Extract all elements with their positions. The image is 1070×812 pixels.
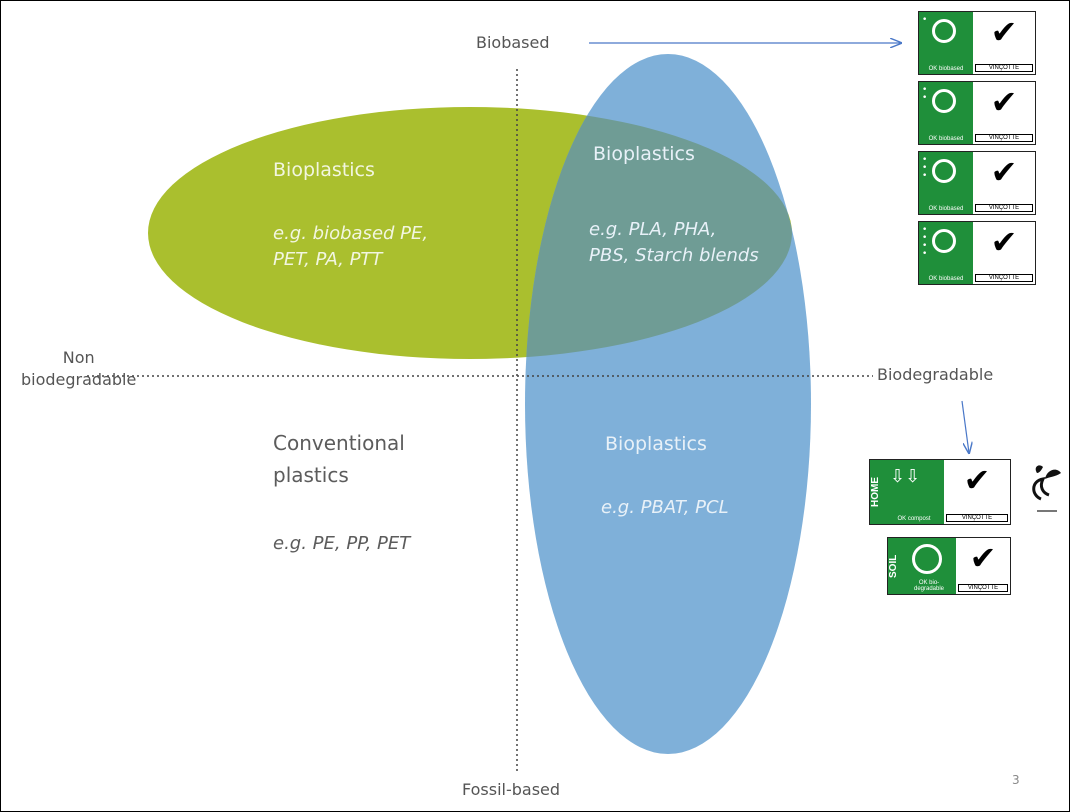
vincotte-label: VINÇOTTE xyxy=(975,134,1033,142)
ok-biodegradable-soil-logo-icon: SOIL OK bio-degradable xyxy=(888,538,956,594)
axis-label-left: Non biodegradable xyxy=(21,348,137,389)
region-bottom-right-title: Bioplastics xyxy=(605,433,707,455)
checkmark-icon: ✔ xyxy=(990,13,1018,51)
axis-label-right: Biodegradable xyxy=(877,365,994,384)
ok-biobased-logo-icon: ••• OK biobased xyxy=(919,152,973,214)
region-top-right-title: Bioplastics xyxy=(593,143,695,165)
vincotte-label: VINÇOTTE xyxy=(975,274,1033,282)
biodegradable-arrow xyxy=(961,400,969,453)
ok-biobased-badge: ••• OK biobased ✔ VINÇOTTE xyxy=(918,151,1036,215)
region-top-left-title: Bioplastics xyxy=(273,159,375,181)
ok-compost-home-logo-icon: HOME ⇩⇩ OK compost xyxy=(870,460,944,524)
ok-biobased-badge: •• OK biobased ✔ VINÇOTTE xyxy=(918,81,1036,145)
overlap-region xyxy=(525,107,792,359)
axis-label-bottom: Fossil-based xyxy=(462,780,561,799)
ok-biodegradable-soil-badge: SOIL OK bio-degradable ✔ VINÇOTTE xyxy=(887,537,1011,595)
ok-biobased-badge: •••• OK biobased ✔ VINÇOTTE xyxy=(918,221,1036,285)
checkmark-icon: ✔ xyxy=(969,539,997,577)
axis-label-top: Biobased xyxy=(476,33,550,52)
page-number: 3 xyxy=(1012,773,1020,787)
ok-biobased-logo-icon: • OK biobased xyxy=(919,12,973,74)
checkmark-icon: ✔ xyxy=(990,83,1018,121)
checkmark-icon: ✔ xyxy=(990,223,1018,261)
region-top-right-examples: e.g. PLA, PHA, PBS, Starch blends xyxy=(589,219,759,266)
checkmark-icon: ✔ xyxy=(963,461,991,499)
seedling-logo-icon xyxy=(1027,459,1067,523)
region-bottom-left-title: Conventional plastics xyxy=(273,431,405,487)
region-bottom-left-examples: e.g. PE, PP, PET xyxy=(273,533,411,554)
vincotte-label: VINÇOTTE xyxy=(975,204,1033,212)
region-top-left-examples: e.g. biobased PE, PET, PA, PTT xyxy=(273,223,429,270)
vincotte-label: VINÇOTTE xyxy=(975,64,1033,72)
ok-biobased-badge: • OK biobased ✔ VINÇOTTE xyxy=(918,11,1036,75)
checkmark-icon: ✔ xyxy=(990,153,1018,191)
ok-biobased-logo-icon: •• OK biobased xyxy=(919,82,973,144)
vincotte-label: VINÇOTTE xyxy=(946,514,1008,522)
region-bottom-right-examples: e.g. PBAT, PCL xyxy=(601,497,729,518)
vincotte-label: VINÇOTTE xyxy=(958,584,1008,592)
ok-compost-home-badge: HOME ⇩⇩ OK compost ✔ VINÇOTTE xyxy=(869,459,1011,525)
ok-biobased-logo-icon: •••• OK biobased xyxy=(919,222,973,284)
